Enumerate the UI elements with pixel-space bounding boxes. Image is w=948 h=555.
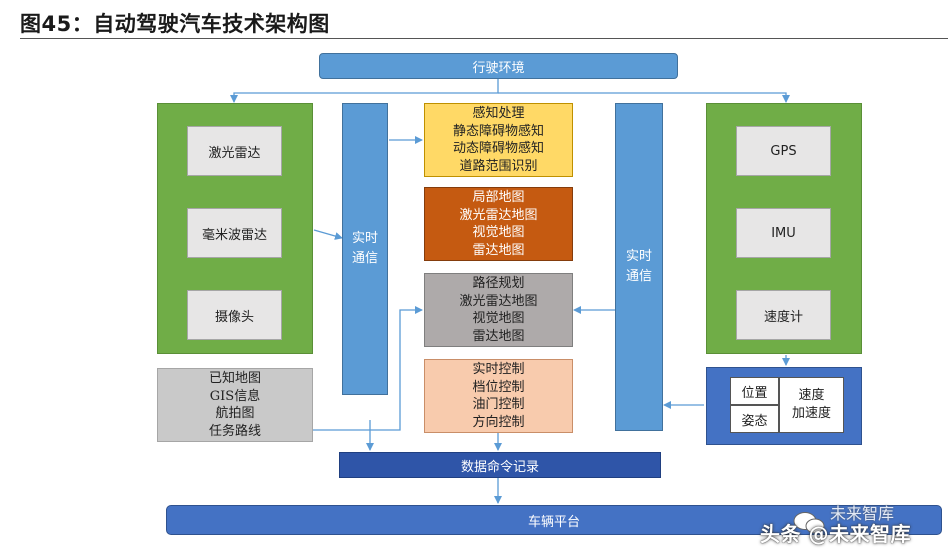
acceleration-label: 加速度: [791, 406, 831, 421]
control-line: 方向控制: [472, 414, 525, 430]
comm-left-line1: 实时: [351, 231, 378, 246]
local-map-line: 视觉地图: [472, 225, 525, 240]
gps-box: GPS: [736, 126, 831, 176]
planning-line: 路径规划: [472, 276, 525, 291]
known-line: 已知地图: [208, 371, 261, 386]
title-divider: [20, 38, 948, 39]
perception-box: 感知处理 静态障碍物感知 动态障碍物感知 道路范围识别: [424, 103, 573, 177]
perception-line: 感知处理: [472, 106, 525, 121]
local-map-box: 局部地图 激光雷达地图 视觉地图 雷达地图: [424, 187, 573, 261]
perception-line: 道路范围识别: [459, 158, 538, 174]
command-log-box: 数据命令记录: [339, 452, 661, 478]
control-line: 实时控制: [472, 362, 525, 377]
local-map-line: 激光雷达地图: [459, 207, 538, 223]
camera-box: 摄像头: [187, 290, 282, 340]
comm-right-line1: 实时: [625, 249, 652, 264]
known-line: 航拍图: [215, 406, 255, 421]
perception-line: 静态障碍物感知: [452, 123, 544, 139]
local-map-line: 雷达地图: [472, 242, 525, 258]
chat-bubble-icon: [793, 512, 825, 534]
driving-environment-box: 行驶环境: [319, 53, 678, 79]
watermark-brand: 未来智库: [830, 504, 895, 523]
figure-title: 图45：自动驾驶汽车技术架构图: [20, 12, 330, 36]
control-line: 油门控制: [472, 397, 525, 412]
velocity-cell: 速度 加速度: [779, 377, 844, 433]
comm-right-line2: 通信: [625, 269, 652, 284]
planning-line: 视觉地图: [472, 311, 525, 326]
right-realtime-comm: 实时 通信: [615, 103, 663, 431]
speedometer-box: 速度计: [736, 290, 831, 340]
watermark-handle: 头条 @未来智库: [760, 522, 911, 546]
control-line: 档位控制: [472, 379, 525, 395]
perception-line: 动态障碍物感知: [452, 141, 544, 156]
position-cell: 位置: [730, 377, 779, 405]
left-realtime-comm: 实时 通信: [342, 103, 388, 395]
attitude-cell: 姿态: [730, 405, 779, 433]
lidar-box: 激光雷达: [187, 126, 282, 176]
planning-line: 激光雷达地图: [459, 293, 538, 309]
realtime-control-box: 实时控制 档位控制 油门控制 方向控制: [424, 359, 573, 433]
mmwave-radar-box: 毫米波雷达: [187, 208, 282, 258]
path-planning-box: 路径规划 激光雷达地图 视觉地图 雷达地图: [424, 273, 573, 347]
known-map-box: 已知地图 GIS信息 航拍图 任务路线: [157, 368, 313, 442]
velocity-label: 速度: [798, 388, 825, 403]
comm-left-line2: 通信: [351, 251, 378, 266]
local-map-line: 局部地图: [472, 190, 525, 205]
known-line: 任务路线: [208, 423, 261, 439]
planning-line: 雷达地图: [472, 328, 525, 344]
known-line: GIS信息: [209, 388, 261, 404]
imu-box: IMU: [736, 208, 831, 258]
